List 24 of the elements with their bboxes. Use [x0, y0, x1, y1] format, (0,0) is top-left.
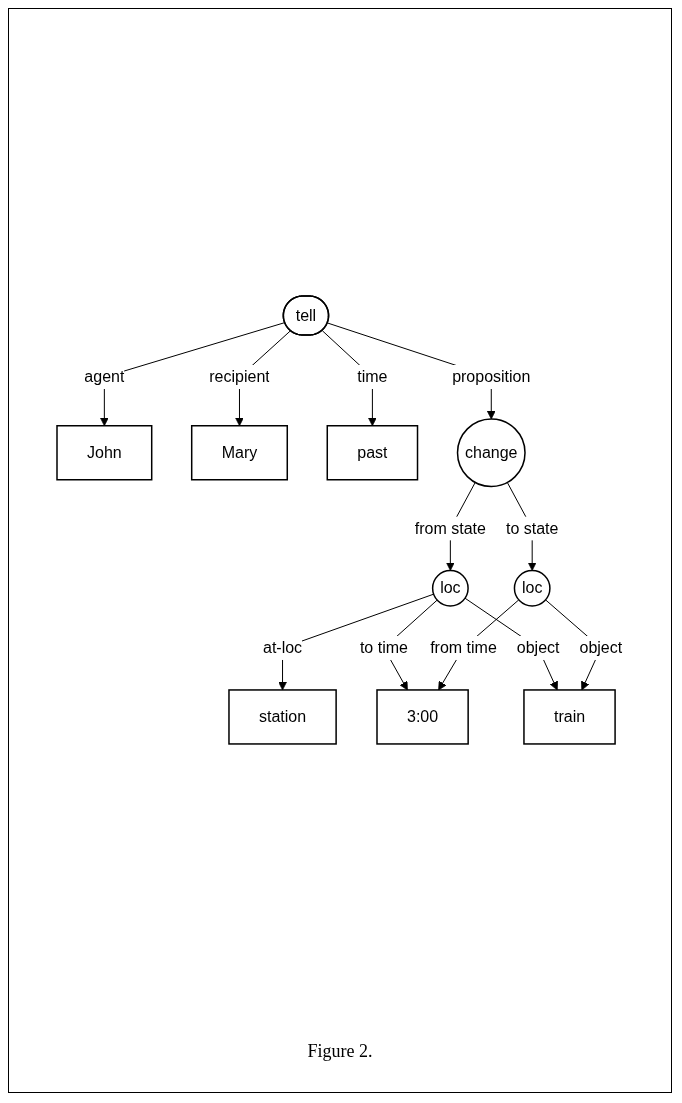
arrow — [100, 322, 286, 427]
edge-label: proposition — [452, 368, 531, 386]
node-box: train — [523, 689, 617, 745]
edge-label: from state — [415, 519, 487, 537]
edge-label: to state — [506, 519, 559, 537]
edge-label: object — [517, 638, 560, 656]
edge-label: recipient — [209, 368, 271, 386]
figure-caption: Figure 2. — [307, 1041, 373, 1062]
arrow — [327, 322, 497, 420]
node-box: Mary — [191, 425, 289, 481]
node-box: past — [326, 425, 419, 481]
node-box: John — [56, 425, 153, 481]
edge-label: from time — [430, 638, 498, 656]
node-circle: loc — [514, 569, 552, 607]
edge-label: agent — [84, 368, 125, 386]
arrow — [278, 593, 435, 691]
edge-label: at-loc — [263, 638, 303, 656]
node-box: 3:00 — [376, 689, 470, 745]
node-circle: change — [457, 418, 527, 488]
edge-label: time — [357, 368, 388, 386]
node-circle: loc — [432, 569, 470, 607]
edge-label: object — [579, 638, 623, 656]
edge-label: to time — [360, 638, 409, 656]
node-box: station — [228, 689, 338, 745]
